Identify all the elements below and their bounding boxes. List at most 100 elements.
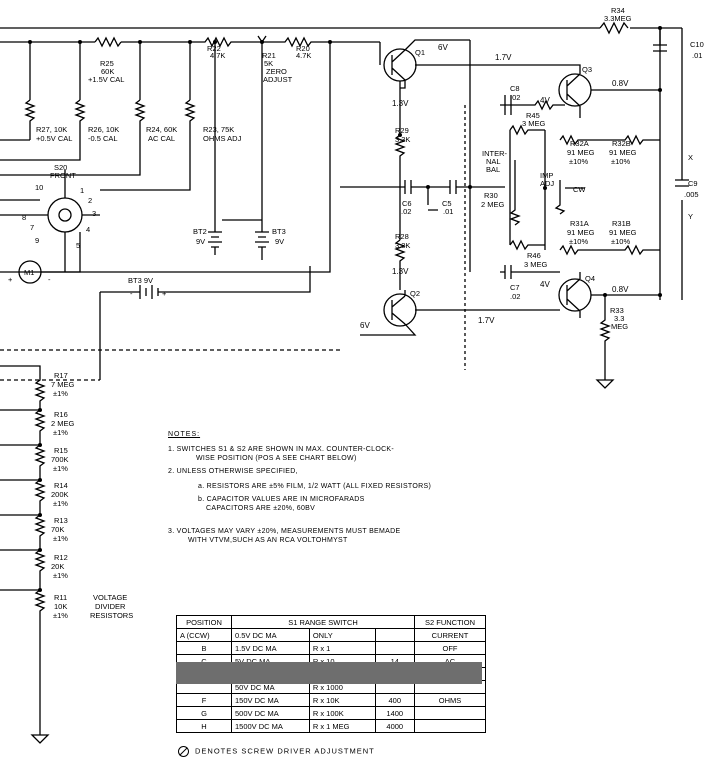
- r21-zero: ZERO: [266, 67, 287, 76]
- r16-value: 2 MEG: [51, 419, 75, 428]
- q1-label: Q1: [415, 48, 425, 57]
- legend: DENOTES SCREW DRIVER ADJUSTMENT: [178, 746, 375, 757]
- y-terminal: Y: [688, 212, 693, 221]
- r32a-value: 91 MEG: [567, 148, 595, 157]
- c7-value: .02: [510, 292, 520, 301]
- cell-dc: 150V DC MA: [231, 693, 310, 707]
- r12-value: 20K: [51, 562, 64, 571]
- header-s1: S1 RANGE SWITCH: [231, 615, 415, 629]
- r25-value: 60K: [101, 67, 114, 76]
- cell-r: R x 10K: [308, 693, 376, 707]
- r11-tol: ±1%: [53, 611, 68, 620]
- cell-val: 4000: [374, 719, 416, 733]
- r45-label: R45: [526, 111, 540, 120]
- r22-value: 4.7K: [210, 51, 225, 60]
- s20-pos-2: 2: [88, 196, 92, 205]
- r29-label: R29: [395, 126, 409, 135]
- r21-value: 5K: [264, 59, 273, 68]
- s20-front: FRONT: [50, 171, 76, 180]
- cell-dc: 500V DC MA: [231, 706, 310, 720]
- note-3b: WITH VTVM,SUCH AS AN RCA VOLTOHMYST: [188, 537, 348, 544]
- s20-label: S20: [54, 163, 67, 172]
- adj-label: ADJ: [540, 179, 554, 188]
- r26-cal: -0.5 CAL: [88, 134, 118, 143]
- r22-label: R22: [207, 44, 221, 53]
- cell-pos: B: [176, 641, 232, 655]
- r15-value: 700K: [51, 455, 69, 464]
- s20-pos-5: 5: [76, 241, 80, 250]
- cell-val: 1400: [374, 706, 416, 720]
- v-q3-collector: 1.7V: [495, 53, 512, 62]
- internal-label: INTER-: [482, 149, 508, 158]
- q4-label: Q4: [585, 274, 595, 283]
- v-q1-base: 1.3V: [392, 99, 409, 108]
- r30-value: 2 MEG: [481, 200, 505, 209]
- r34-value: 3.3MEG: [604, 14, 632, 23]
- r32b-tol: ±10%: [611, 157, 630, 166]
- cw-label: CW: [573, 185, 586, 194]
- imp-label: IMP: [540, 171, 553, 180]
- divider-resistors: RESISTORS: [90, 611, 133, 620]
- bt-plus: +: [162, 289, 167, 298]
- c7-label: C7: [510, 283, 520, 292]
- note-2: 2. UNLESS OTHERWISE SPECIFIED,: [168, 468, 298, 475]
- r24-cal: AC CAL: [148, 134, 175, 143]
- r12-tol: ±1%: [53, 571, 68, 580]
- redaction-bar: [176, 662, 482, 684]
- r28-label: R28: [395, 232, 409, 241]
- x-terminal: X: [688, 153, 693, 162]
- cell-val: [374, 641, 416, 655]
- header-s2: S2 FUNCTION: [414, 615, 486, 629]
- s20-pos-4: 4: [86, 225, 90, 234]
- r26-label: R26, 10K: [88, 125, 119, 134]
- r23-label: R23, 75K: [203, 125, 234, 134]
- cell-fn: [414, 706, 486, 720]
- c8-label: C8: [510, 84, 520, 93]
- r30-label: R30: [484, 191, 498, 200]
- r34-label: R34: [611, 6, 625, 15]
- s20-pos-7: 7: [30, 223, 34, 232]
- c9-label: C9: [688, 179, 698, 188]
- r13-label: R13: [54, 516, 68, 525]
- v-q3-base: 4V: [540, 96, 550, 105]
- v-q2-base: 1.3V: [392, 267, 409, 276]
- c10-label: C10: [690, 40, 704, 49]
- m1-plus: +: [8, 275, 13, 284]
- cell-pos: G: [176, 706, 232, 720]
- bt3-value: 9V: [275, 237, 284, 246]
- note-2a: a. RESISTORS ARE ±5% FILM, 1/2 WATT (ALL…: [198, 483, 432, 490]
- c8-value: .02: [510, 93, 520, 102]
- r15-tol: ±1%: [53, 464, 68, 473]
- note-3a: 3. VOLTAGES MAY VARY ±20%, MEASUREMENTS …: [168, 528, 401, 535]
- q3-label: Q3: [582, 65, 592, 74]
- r14-tol: ±1%: [53, 499, 68, 508]
- r27-label: R27, 10K: [36, 125, 67, 134]
- note-2b1: b. CAPACITOR VALUES ARE IN MICROFARADS: [198, 496, 365, 503]
- v-q3-emitter: 0.8V: [612, 79, 629, 88]
- q2-label: Q2: [410, 289, 420, 298]
- r46-label: R46: [527, 251, 541, 260]
- cell-r: R x 1: [308, 641, 376, 655]
- r46-value: 3 MEG: [524, 260, 548, 269]
- q1-voltage: 6V: [438, 43, 448, 52]
- r25-cal: +1.5V CAL: [88, 75, 124, 84]
- q2-voltage: 6V: [360, 321, 370, 330]
- divider-divider: DIVIDER: [95, 602, 126, 611]
- bt3-bottom-label: BT3 9V: [128, 276, 153, 285]
- cell-dc: 1.5V DC MA: [231, 641, 310, 655]
- cell-fn: OFF: [414, 641, 486, 655]
- s20-pos-9: 9: [35, 236, 39, 245]
- r31a-tol: ±10%: [569, 237, 588, 246]
- cell-dc: 0.5V DC MA: [231, 628, 310, 642]
- cell-fn: [414, 719, 486, 733]
- r27-cal: +0.5V CAL: [36, 134, 72, 143]
- switch-chart-header: POSITION S1 RANGE SWITCH S2 FUNCTION: [176, 615, 486, 629]
- r20-value: 4.7K: [296, 51, 311, 60]
- note-2b2: CAPACITORS ARE ±20%, 60BV: [206, 505, 316, 512]
- r33-meg: MEG: [611, 322, 628, 331]
- r33-label: R33: [610, 306, 624, 315]
- r12-label: R12: [54, 553, 68, 562]
- bal-label: BAL: [486, 165, 500, 174]
